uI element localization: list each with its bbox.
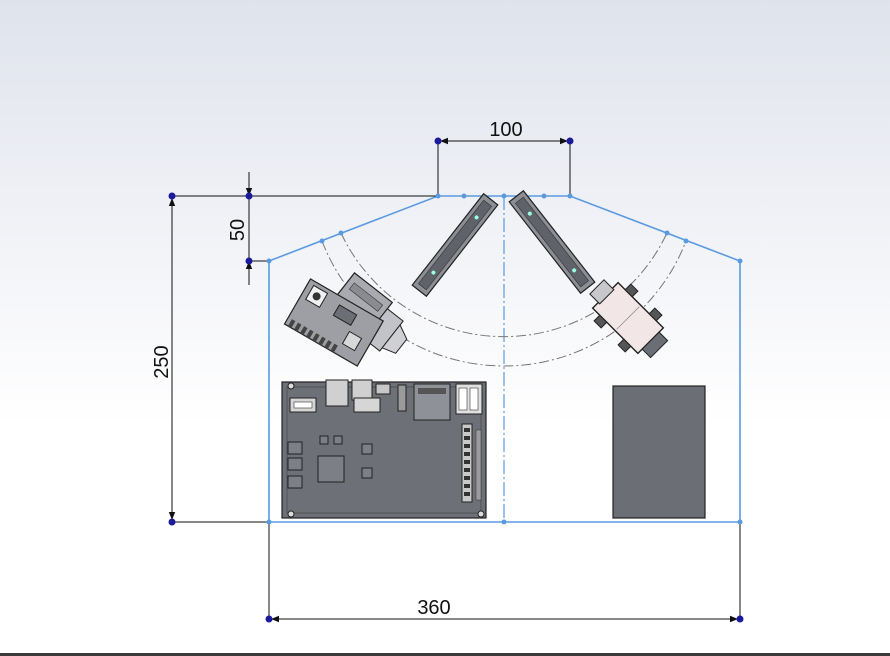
outer-arc <box>321 240 687 367</box>
battery-block[interactable] <box>612 385 706 519</box>
dimension-lines <box>168 137 741 623</box>
right-gripper[interactable] <box>579 269 678 368</box>
pcb-board[interactable] <box>281 379 487 519</box>
left-controller-board[interactable] <box>283 278 385 367</box>
sketch-points[interactable] <box>168 137 744 623</box>
left-arm-assembly[interactable] <box>411 192 499 298</box>
dimension-left-offset[interactable]: 50 <box>227 219 249 241</box>
viewport-bottom-border <box>0 653 890 656</box>
dimension-top-width[interactable]: 100 <box>489 119 522 141</box>
right-arm-assembly[interactable] <box>508 189 596 295</box>
construction-arcs <box>321 232 687 367</box>
inner-arc <box>340 232 668 338</box>
dimension-height[interactable]: 250 <box>151 345 173 378</box>
dimension-base-width[interactable]: 360 <box>417 597 450 619</box>
